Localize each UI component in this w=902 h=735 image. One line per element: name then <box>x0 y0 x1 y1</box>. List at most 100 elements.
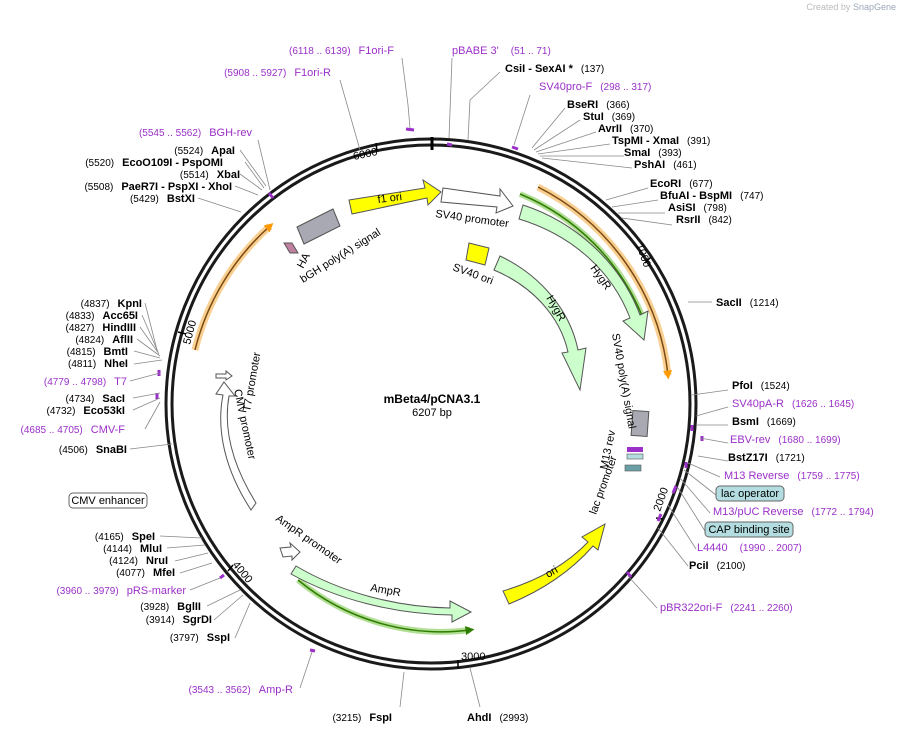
enzyme-bstz17i: BstZ17I(1721) <box>728 452 805 464</box>
ampr-green-arrow <box>297 579 475 636</box>
boxed-labels: CMV enhancer lac operator CAP binding si… <box>68 485 794 538</box>
primer-m13-puc-reverse: M13/pUC Reverse(1772 .. 1794) <box>713 506 874 518</box>
ampr-feature <box>290 565 473 623</box>
primer-prs-marker: (3960 .. 3979)pRS-marker <box>56 585 186 597</box>
t7-promoter-feature <box>215 369 233 381</box>
enzyme-avrii: AvrII(370) <box>598 123 653 135</box>
enzyme-labels-left: (3215)FspI (3797)SspI (3914)SgrDI (3928)… <box>47 145 393 724</box>
snapgene-credit: Created by SnapGene <box>806 2 896 12</box>
primer-pbr322ori-f: pBR322ori-F(2241 .. 2260) <box>660 602 793 614</box>
enzyme-sacii: SacII(1214) <box>716 297 779 309</box>
enzyme-eco53ki: (4732)Eco53kI <box>47 405 126 417</box>
primer-f1ori-r: (5908 .. 5927)F1ori-R <box>224 67 331 79</box>
cmv-enhancer-box <box>68 492 148 509</box>
lac-operator-label: lac operator <box>721 488 779 500</box>
enzyme-bseri: BseRI(366) <box>567 99 630 111</box>
sv40-polya-feature <box>630 409 650 438</box>
hygr-feature <box>518 204 649 342</box>
primer-l4440: L4440(1990 .. 2007) <box>697 542 802 554</box>
enzyme-pshai: PshAI(461) <box>634 159 697 171</box>
sv40-polya-label: SV40 poly(A) signal <box>609 332 638 429</box>
enzyme-labels: CsiI - SexAI *(137) BseRI(366) StuI(369)… <box>467 63 805 724</box>
primer-pbabe3: pBABE 3'(51 .. 71) <box>452 45 551 57</box>
enzyme-nrui: (4124)NruI <box>109 555 168 567</box>
primer-sv40pro-f: SV40pro-F(298 .. 317) <box>539 81 651 93</box>
primer-bgh-rev: (5545 .. 5562)BGH-rev <box>139 127 253 139</box>
primer-f1ori-f: (6118 .. 6139)F1ori-F <box>289 45 394 57</box>
sv40-promoter-feature <box>440 187 514 214</box>
hygr-green-arrow <box>519 193 646 323</box>
enzyme-sgrdi: (3914)SgrDI <box>146 614 212 626</box>
enzyme-smai: SmaI(393) <box>624 147 682 159</box>
enzyme-rsrii: RsrII(842) <box>676 214 732 226</box>
enzyme-ecori: EcoRI(677) <box>650 178 713 190</box>
enzyme-hindiii: (4827)HindIII <box>65 322 136 334</box>
ampr-promoter-label: AmpR promoter <box>273 513 344 568</box>
credit-prefix: Created by <box>806 2 851 12</box>
hygr-outer-arrow <box>537 186 672 380</box>
tick-marks <box>177 142 664 668</box>
enzyme-nhei: (4811)NheI <box>68 358 128 370</box>
enzyme-snabi: (4506)SnaBI <box>59 444 127 456</box>
plasmid-name: mBeta4/pCNA3.1 <box>384 392 481 406</box>
enzyme-bsmi: BsmI(1669) <box>732 416 796 428</box>
enzyme-fspi: (3215)FspI <box>332 712 392 724</box>
enzyme-tspmi: TspMI - XmaI(391) <box>612 135 710 147</box>
ori-label: ori <box>544 564 561 581</box>
primer-sv40pa-r: SV40pA-R(1626 .. 1645) <box>732 398 854 410</box>
enzyme-acc65i: (4833)Acc65I <box>66 310 138 322</box>
sv40-ori-feature <box>465 242 490 266</box>
enzyme-bfuai: BfuAI - BspMI(747) <box>660 190 763 202</box>
lac-operator-box <box>715 485 785 502</box>
enzyme-bglii: (3928)BglII <box>140 601 201 613</box>
ampr-label: AmpR <box>369 582 401 599</box>
tick-1000: 1000 <box>633 242 653 269</box>
primer-labels: (6118 .. 6139)F1ori-F (5908 .. 5927)F1or… <box>21 45 874 696</box>
enzyme-sspi: (3797)SspI <box>170 632 230 644</box>
cmv-outer-arrow <box>194 223 274 351</box>
ha-feature <box>283 242 299 254</box>
sv40-ori-label: SV40 ori <box>451 262 495 288</box>
primer-m13-reverse: M13 Reverse(1759 .. 1775) <box>724 470 860 482</box>
ampr-promoter-feature <box>279 541 301 562</box>
lac-operator-feature <box>626 453 644 460</box>
bgh-polya-feature <box>296 208 341 245</box>
cap-binding-box <box>704 521 794 538</box>
primer-marks <box>155 127 704 653</box>
primer-cmv-f: (4685 .. 4705)CMV-F <box>21 424 126 436</box>
enzyme-ahdi: AhdI(2993) <box>467 712 528 724</box>
primer-ebv-rev: EBV-rev(1680 .. 1699) <box>730 434 841 446</box>
enzyme-xbai: (5514)XbaI <box>180 169 240 181</box>
f1-ori-label: f1 ori <box>377 191 403 206</box>
tick-6000: 6000 <box>352 146 378 163</box>
enzyme-paer7i: (5508)PaeR7I - PspXI - XhoI <box>84 181 232 193</box>
cmv-outer-glow <box>191 223 273 351</box>
enzyme-pfoi: PfoI(1524) <box>732 380 790 392</box>
credit-brand: SnapGene <box>852 2 896 12</box>
primer-amp-r: (3543 .. 3562)Amp-R <box>189 684 294 696</box>
enzyme-bmti: (4815)BmtI <box>67 346 128 358</box>
m13-rev-feature <box>627 447 643 452</box>
hygr-inner-feature <box>493 255 587 392</box>
plasmid-size: 6207 bp <box>412 407 452 419</box>
primer-t7: (4779 .. 4798)T7 <box>44 376 127 388</box>
enzyme-csii: CsiI - SexAI *(137) <box>505 63 604 75</box>
lac-promoter-feature <box>624 464 642 472</box>
enzyme-mfei: (4077)MfeI <box>116 567 175 579</box>
enzyme-kpni: (4837)KpnI <box>81 298 142 310</box>
enzyme-pcii: PciI(2100) <box>689 560 745 572</box>
enzyme-mlui: (4144)MluI <box>103 543 162 555</box>
cap-binding-label: CAP binding site <box>708 524 789 536</box>
t7-promoter-label: T7 promoter <box>241 351 263 412</box>
ori-feature <box>502 522 606 605</box>
enzyme-bstxi: (5429)BstXI <box>130 193 195 205</box>
enzyme-afiii: (4824)AflII <box>75 334 133 346</box>
enzyme-stui: StuI(369) <box>583 111 635 123</box>
enzyme-saci: (4734)SacI <box>65 393 125 405</box>
cmv-enhancer-label: CMV enhancer <box>71 495 145 507</box>
enzyme-apai: (5524)ApaI <box>174 145 235 157</box>
leader-lines <box>129 57 729 708</box>
enzyme-ecoo109i: (5520)EcoO109I - PspOMI <box>85 157 223 169</box>
enzyme-asisi: AsiSI(798) <box>668 202 727 214</box>
